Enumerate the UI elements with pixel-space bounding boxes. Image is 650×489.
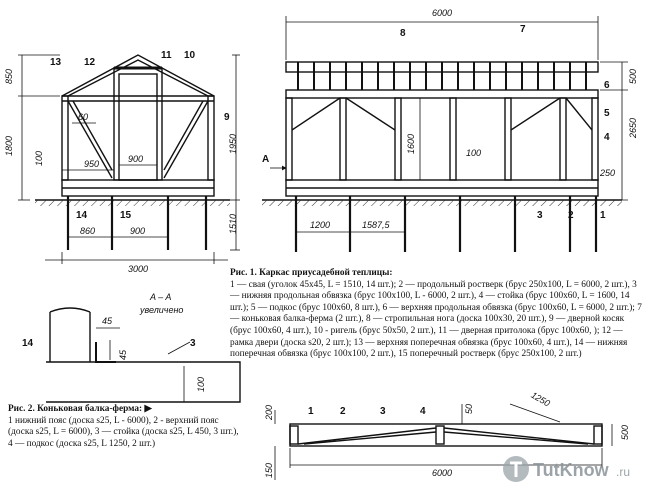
figure-2-legend: 1 нижний пояс (доска s25, L - 6000), 2 -… (8, 415, 239, 449)
callout-3: 3 (537, 210, 543, 221)
truss-brace-left (297, 427, 437, 445)
truss-brace-right (443, 427, 595, 445)
callout-2: 2 (568, 210, 574, 221)
callout-truss-1: 1 (308, 406, 314, 417)
truss-frame (289, 423, 603, 447)
dim-860: 860 (80, 226, 95, 236)
dim-1200: 1200 (310, 220, 330, 230)
dim-1587: 1587,5 (362, 220, 391, 230)
callout-5: 5 (604, 108, 610, 119)
dim-1600: 1600 (406, 134, 416, 154)
piles-side (294, 196, 598, 252)
section-labels: A – A увеличено 14 3 45 45 100 (22, 292, 206, 392)
watermark-suffix: .ru (616, 465, 630, 479)
right-post (207, 95, 215, 181)
callout-7: 7 (520, 24, 526, 35)
dim-section-45: 45 (102, 316, 113, 326)
section-subtitle: увеличено (139, 305, 183, 315)
callout-6: 6 (604, 80, 610, 91)
watermark: TutKnow .ru (500, 452, 645, 486)
callout-section-3: 3 (190, 338, 196, 349)
brace-left (67, 100, 113, 179)
watermark-logo-icon: TutKnow .ru (503, 456, 630, 482)
truss-post-mid (435, 425, 445, 445)
dim-truss-200: 200 (264, 405, 274, 421)
figure-2-caption: Рис. 2. Коньковая балка-ферма: ▶ 1 нижни… (8, 404, 240, 450)
rafters (297, 62, 587, 90)
dim-truss-500: 500 (620, 425, 630, 440)
dim-1950: 1950 (228, 134, 238, 154)
posts-side (285, 97, 599, 181)
callout-section-14: 14 (22, 338, 34, 349)
callout-truss-2: 2 (340, 406, 346, 417)
dim-truss-1250: 1250 (529, 390, 551, 409)
dim-3000: 3000 (128, 264, 148, 274)
dim-2650: 2650 (628, 118, 638, 139)
front-view-labels: 13 12 11 10 9 14 15 850 1800 60 100 950 … (4, 50, 238, 274)
dim-850: 850 (4, 69, 14, 84)
dim-250: 250 (599, 168, 615, 178)
section-post (49, 307, 91, 362)
figure-1-legend: 1 — свая (уголок 45x45, L = 1510, 14 шт.… (230, 279, 642, 360)
brace-side-3 (510, 97, 561, 131)
side-view-labels: 8 7 6 5 4 3 2 1 6000 500 2650 1600 100 2… (262, 8, 638, 230)
callout-8: 8 (400, 28, 406, 39)
dim-6000: 6000 (432, 8, 452, 18)
callout-4: 4 (604, 132, 610, 143)
figure-2-title: Рис. 2. Коньковая балка-ферма: ▶ (8, 404, 152, 414)
dim-1800: 1800 (4, 136, 14, 156)
figure-1-caption: Рис. 1. Каркас приусадебной теплицы: 1 —… (230, 268, 646, 361)
figure-1-title: Рис. 1. Каркас приусадебной теплицы: (230, 268, 393, 278)
door-rim (118, 73, 158, 181)
dim-section-45b: 45 (118, 349, 128, 360)
callout-15: 15 (120, 210, 132, 221)
callout-9: 9 (224, 112, 230, 123)
side-view (262, 16, 628, 252)
piles-front (66, 196, 208, 250)
dim-truss-150: 150 (264, 463, 274, 478)
dim-truss-50: 50 (464, 404, 474, 414)
section-title: A – A (149, 292, 171, 302)
dim-section-100: 100 (196, 377, 206, 392)
brace-side-4 (565, 97, 593, 131)
brace-right (163, 100, 209, 179)
dim-900: 900 (128, 154, 143, 164)
dim-900b: 900 (130, 226, 145, 236)
section-mark-a: A (262, 154, 269, 165)
left-post (61, 95, 69, 181)
callout-14: 14 (76, 210, 88, 221)
dim-truss-6000: 6000 (432, 468, 452, 478)
dim-950: 950 (84, 159, 99, 169)
section-angle (95, 342, 116, 363)
ground-hatch (35, 200, 230, 206)
watermark-brand: TutKnow (533, 460, 610, 480)
dim-100: 100 (34, 151, 44, 166)
callout-13: 13 (50, 57, 62, 68)
front-dims (18, 54, 240, 264)
callout-truss-3: 3 (380, 406, 386, 417)
top-beam-side (285, 89, 599, 99)
section-aa (46, 307, 241, 403)
side-dims (270, 16, 628, 233)
brace-side-1 (291, 97, 341, 131)
callout-11: 11 (161, 50, 172, 61)
truss (274, 403, 613, 480)
callout-10: 10 (184, 50, 196, 61)
callout-1: 1 (600, 210, 606, 221)
dim-1510: 1510 (228, 214, 238, 234)
section-beam (46, 361, 241, 403)
callout-truss-4: 4 (420, 406, 426, 417)
callout-12: 12 (84, 57, 96, 68)
roof-outline (61, 54, 215, 97)
front-view (18, 54, 240, 264)
dim-60: 60 (78, 112, 88, 122)
dim-500: 500 (628, 69, 638, 84)
dim-100-side: 100 (466, 148, 481, 158)
brace-side-2 (345, 97, 396, 131)
